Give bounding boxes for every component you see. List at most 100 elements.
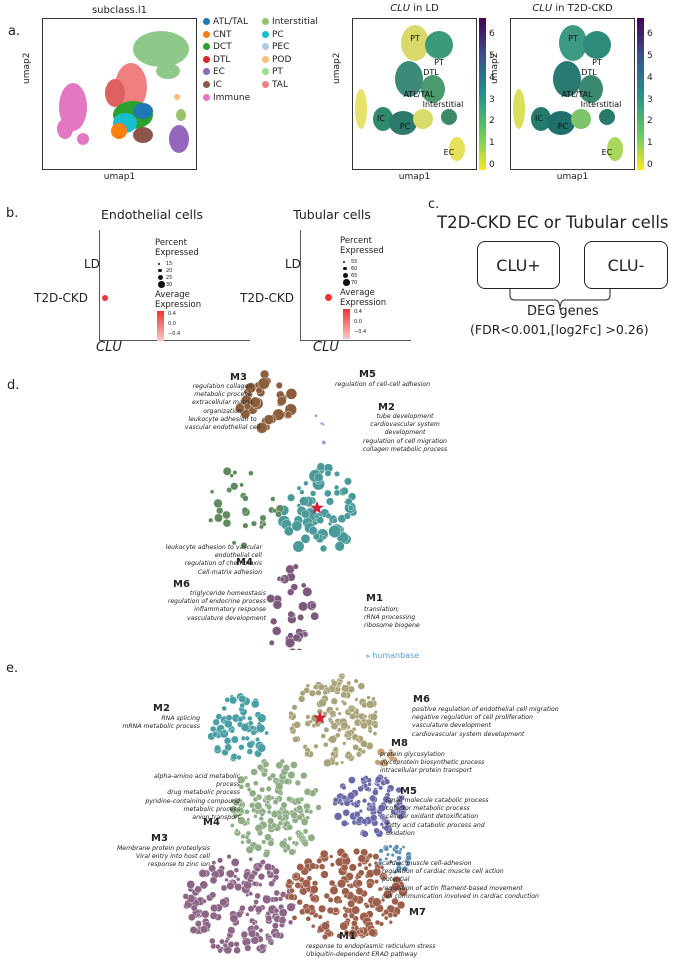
legend-label: EC <box>213 67 225 78</box>
module-term: anion transport <box>192 814 240 822</box>
e-m5-node <box>343 799 351 807</box>
module-term: inflammatory response <box>194 606 266 614</box>
e-m4-node <box>264 833 272 841</box>
d-m2-node <box>310 490 317 497</box>
e-m6-node <box>342 741 347 746</box>
b-endo-axes <box>99 230 250 341</box>
e-m3-node <box>190 904 198 912</box>
e-m2-node <box>239 702 245 709</box>
colorbar-tick: 4 <box>647 72 653 83</box>
e-m5-node <box>383 819 391 826</box>
legend-dot-icon <box>203 30 210 38</box>
e-m4-node <box>287 835 293 841</box>
e-m2-node <box>221 729 227 734</box>
b-tub-avg-title: Average Expression <box>340 288 387 308</box>
e-m3-node <box>244 944 252 952</box>
e-m3-node <box>253 924 260 931</box>
module-term: metabolic process <box>183 805 241 813</box>
d-m4-node <box>231 540 237 546</box>
e-m4-node <box>230 823 235 828</box>
legend-label: TAL <box>272 79 288 90</box>
d-m1-node <box>287 610 295 618</box>
e-m3-node <box>286 902 296 912</box>
legend-dot-icon <box>203 55 210 63</box>
e-m1-node <box>358 928 364 934</box>
pct-value: 25 <box>166 274 173 281</box>
cluster-label: PT <box>434 58 444 67</box>
d-m6-title: M6 <box>173 579 190 590</box>
module-term: glycoprotein biosynthetic process <box>380 759 485 767</box>
d-m4-node <box>229 473 234 478</box>
module-term: tube development <box>376 413 434 420</box>
e-m3-node <box>240 930 249 939</box>
e-m3-title: M3 <box>151 833 168 844</box>
e-m6-node <box>308 719 313 724</box>
legend-label: Immune <box>213 92 251 103</box>
e-m7-node <box>394 849 400 855</box>
e-m1-node <box>294 881 302 889</box>
e-m5-node <box>334 812 343 821</box>
d-m1-node <box>270 617 278 626</box>
e-m8-node <box>374 759 381 766</box>
e-m6-node <box>330 722 339 731</box>
pct-value: 55 <box>351 258 358 265</box>
e-m3-node <box>278 908 288 918</box>
e-m1-node <box>322 933 329 940</box>
d-m2-node <box>334 541 345 552</box>
e-m1-node <box>383 889 393 900</box>
e-m6-node <box>339 675 345 680</box>
e-m6-node <box>366 700 375 709</box>
colorbar-tick: 2 <box>489 116 495 127</box>
e-m1-node <box>383 909 390 916</box>
b-endo-title: Endothelial cells <box>101 207 203 222</box>
e-m6-node <box>340 721 349 730</box>
e-m3-node <box>196 912 201 918</box>
d-m2-node <box>343 512 351 520</box>
e-m1-node <box>343 893 348 899</box>
avg-tick: 0.0 <box>168 321 176 327</box>
d-m5-terms: regulation of cell-cell adhesion <box>335 381 430 389</box>
e-m4-node <box>254 801 263 810</box>
e-m3-node <box>268 880 275 887</box>
e-m1-node <box>329 862 335 868</box>
e-m1-node <box>353 847 361 855</box>
e-m3-node <box>210 904 219 913</box>
e-m6-node <box>340 760 345 765</box>
d-m4-node <box>213 498 223 509</box>
e-m7-node <box>378 848 384 854</box>
colorbar-tick: 1 <box>647 138 653 149</box>
colorbar-tick: 6 <box>489 29 495 40</box>
d-m4-node <box>248 470 254 476</box>
pct-dot-icon <box>158 268 162 273</box>
e-m3-node <box>272 867 280 875</box>
legend-item: EC <box>203 66 250 79</box>
d-m3-title: M3 <box>230 372 247 383</box>
e-m5-node <box>373 827 380 835</box>
e-m4-node <box>263 767 269 773</box>
e-m2-node <box>211 731 218 738</box>
c-bracket <box>509 288 611 311</box>
e-m5-node <box>362 783 369 789</box>
e-m2-node <box>210 725 217 733</box>
e-m4-node <box>246 817 251 822</box>
e-m4-node <box>237 775 246 784</box>
e-m1-node <box>304 907 311 915</box>
pct-dot-icon <box>343 279 350 286</box>
e-m1-node <box>320 870 329 879</box>
e-m1-node <box>340 863 349 872</box>
e-m3-node <box>245 892 250 897</box>
e-m4-node <box>302 828 309 835</box>
e-m1-node <box>381 873 386 879</box>
module-term: oxidation <box>386 829 415 837</box>
e-m1-node <box>391 881 401 892</box>
e-m3-node <box>219 938 225 945</box>
colorbar-tick: 6 <box>647 29 653 40</box>
legend-item: PEC <box>262 41 318 54</box>
e-m5-node <box>372 789 379 796</box>
e-m3-node <box>211 860 217 866</box>
e-m3-node <box>234 883 243 892</box>
d-m4-node <box>242 522 249 529</box>
